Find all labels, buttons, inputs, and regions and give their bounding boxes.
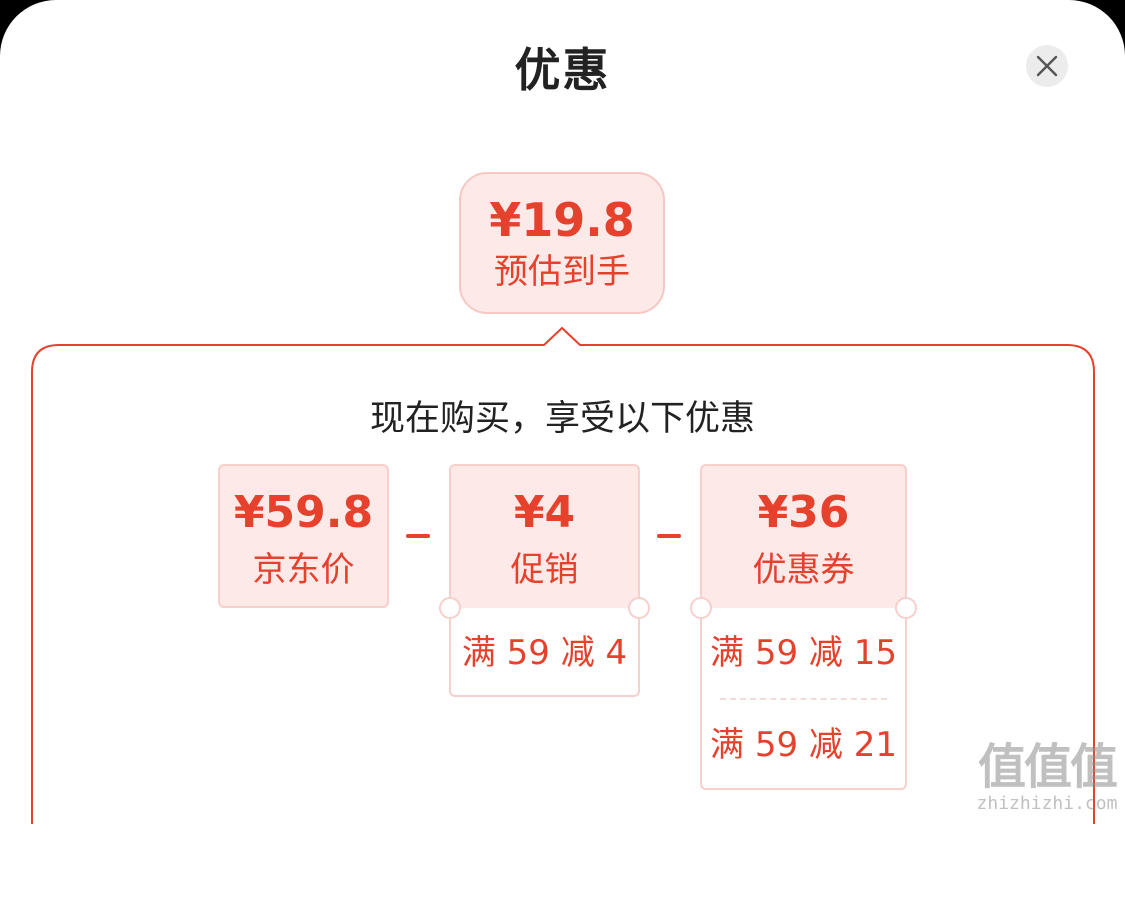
panel-subtitle: 现在购买，享受以下优惠: [369, 399, 755, 439]
sheet-title: 优惠: [514, 43, 611, 97]
ticket-notch: [628, 597, 650, 619]
estimated-price-box: ¥19.8 预估到手: [459, 172, 665, 314]
site-watermark: 值值值 zhizhizhi.com: [972, 740, 1122, 814]
watermark-logo: 值值值: [977, 739, 1118, 795]
watermark-url: zhizhizhi.com: [976, 793, 1118, 814]
coupon-detail-row: 满 59 减 15: [710, 633, 897, 673]
minus-sign: [657, 534, 681, 538]
promotion-card: ¥4 促销: [449, 464, 640, 608]
jd-price-amount: ¥59.8: [233, 487, 374, 538]
coupon-card: ¥36 优惠券: [700, 464, 907, 608]
ticket-notch: [690, 597, 712, 619]
coupon-details: 满 59 减 15 满 59 减 21: [700, 608, 907, 790]
close-icon: [1036, 55, 1058, 77]
minus-sign: [406, 534, 430, 538]
promotion-label: 促销: [510, 550, 579, 590]
ticket-notch: [895, 597, 917, 619]
promotion-details: 满 59 减 4: [449, 608, 640, 697]
promotion-detail-row: 满 59 减 4: [461, 633, 628, 673]
estimated-price: ¥19.8: [489, 193, 635, 247]
ticket-notch: [439, 597, 461, 619]
coupon-amount: ¥36: [757, 487, 850, 538]
close-button[interactable]: [1026, 45, 1068, 87]
estimated-price-label: 预估到手: [494, 252, 630, 292]
coupon-detail-row: 满 59 减 21: [710, 725, 897, 765]
dashed-divider: [720, 698, 887, 700]
jd-price-label: 京东价: [252, 550, 355, 590]
promotion-amount: ¥4: [513, 487, 576, 538]
jd-price-card: ¥59.8 京东价: [218, 464, 389, 608]
coupon-label: 优惠券: [752, 550, 855, 590]
